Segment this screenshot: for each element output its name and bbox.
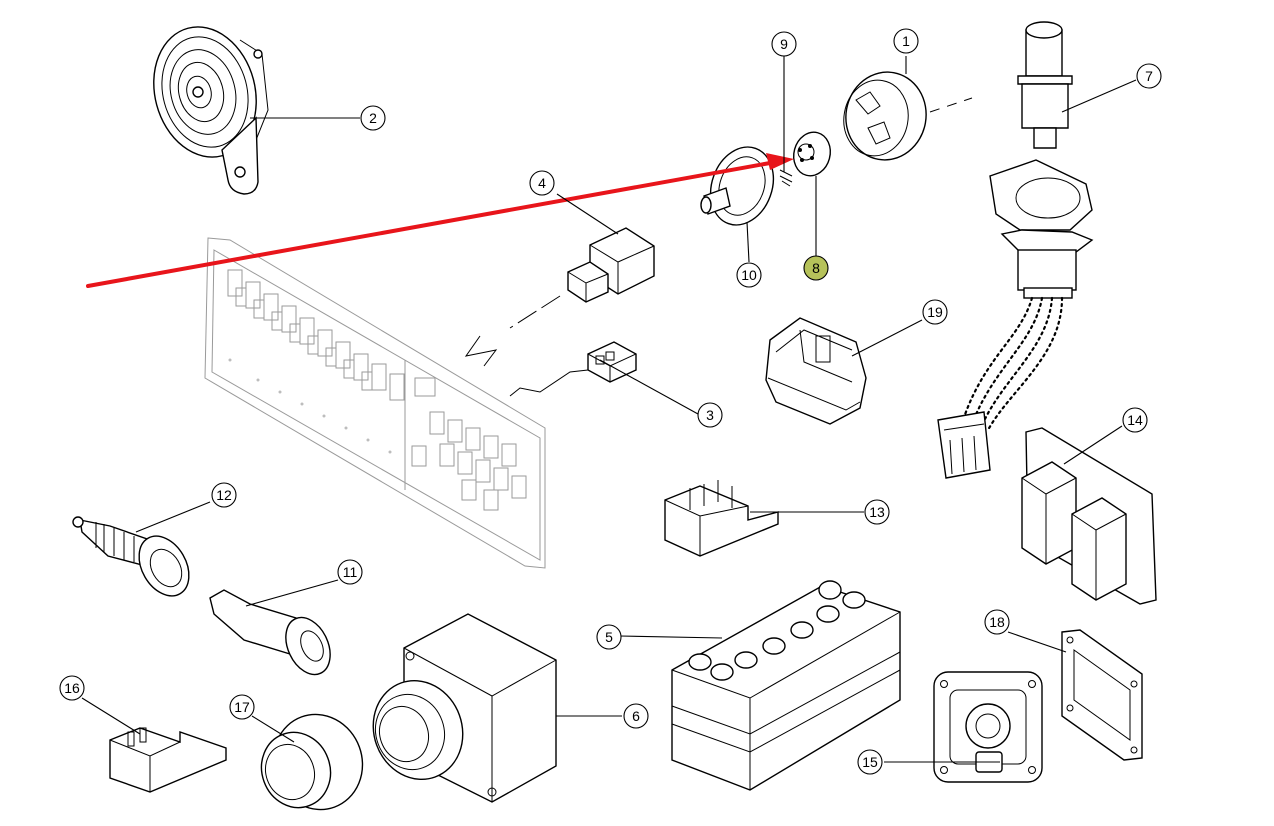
callout-16: 16 bbox=[59, 675, 85, 701]
callout-19: 19 bbox=[922, 299, 948, 325]
callout-13: 13 bbox=[864, 499, 890, 525]
callout-4-label: 4 bbox=[538, 175, 546, 191]
switch-housing bbox=[843, 71, 973, 161]
power-socket bbox=[209, 589, 331, 676]
lamp-housing bbox=[372, 613, 557, 803]
callout-10: 10 bbox=[736, 262, 762, 288]
callout-17-label: 17 bbox=[234, 699, 250, 715]
callout-13-label: 13 bbox=[869, 504, 885, 520]
callout-11: 11 bbox=[337, 559, 363, 585]
callout-6-label: 6 bbox=[632, 708, 640, 724]
small-connector bbox=[509, 341, 637, 397]
callout-8: 8 bbox=[803, 255, 829, 281]
switch-pins bbox=[779, 169, 793, 187]
leader-lines bbox=[81, 56, 1137, 763]
callout-15-label: 15 bbox=[862, 754, 878, 770]
callout-7: 7 bbox=[1136, 63, 1162, 89]
pressure-switch-wires bbox=[937, 296, 1064, 479]
relay-module bbox=[464, 227, 655, 367]
callout-16-label: 16 bbox=[64, 680, 80, 696]
callout-17: 17 bbox=[229, 694, 255, 720]
callout-2: 2 bbox=[360, 105, 386, 131]
callout-18-label: 18 bbox=[989, 614, 1005, 630]
callouts: 1 2 3 4 5 6 7 8 9 10 11 12 13 14 15 16 1… bbox=[59, 28, 1162, 775]
switch-bezel bbox=[700, 146, 775, 226]
switch-insert bbox=[793, 131, 831, 177]
callout-1-label: 1 bbox=[902, 33, 910, 49]
callout-15: 15 bbox=[857, 749, 883, 775]
round-cover bbox=[260, 713, 364, 811]
callout-5: 5 bbox=[596, 624, 622, 650]
pointer-arrow bbox=[86, 153, 794, 288]
callout-3: 3 bbox=[697, 402, 723, 428]
callout-6: 6 bbox=[623, 703, 649, 729]
callout-11-label: 11 bbox=[343, 564, 358, 580]
fuse-relay-board bbox=[204, 237, 546, 569]
callout-2-label: 2 bbox=[369, 110, 377, 126]
callout-12: 12 bbox=[211, 482, 237, 508]
cigar-lighter bbox=[72, 516, 190, 597]
callout-19-label: 19 bbox=[927, 304, 943, 320]
callout-8-label: 8 bbox=[812, 260, 820, 276]
mounted-connector-plate bbox=[1021, 427, 1157, 605]
socket-flange bbox=[933, 671, 1043, 783]
horn bbox=[153, 26, 269, 195]
connector-housing bbox=[109, 727, 227, 793]
callout-18: 18 bbox=[984, 609, 1010, 635]
callout-12-label: 12 bbox=[216, 487, 232, 503]
callout-9: 9 bbox=[771, 31, 797, 57]
callout-7-label: 7 bbox=[1145, 68, 1153, 84]
callout-4: 4 bbox=[529, 170, 555, 196]
callout-14: 14 bbox=[1122, 407, 1148, 433]
pressure-switch bbox=[989, 21, 1094, 299]
diagnostic-connector bbox=[765, 317, 867, 425]
terminal-block bbox=[664, 480, 779, 557]
callout-10-label: 10 bbox=[741, 267, 757, 283]
callout-3-label: 3 bbox=[706, 407, 714, 423]
callout-5-label: 5 bbox=[605, 629, 613, 645]
gasket bbox=[1061, 629, 1143, 761]
callout-9-label: 9 bbox=[780, 36, 788, 52]
callout-14-label: 14 bbox=[1127, 412, 1143, 428]
callout-1: 1 bbox=[893, 28, 919, 54]
battery bbox=[671, 580, 901, 791]
